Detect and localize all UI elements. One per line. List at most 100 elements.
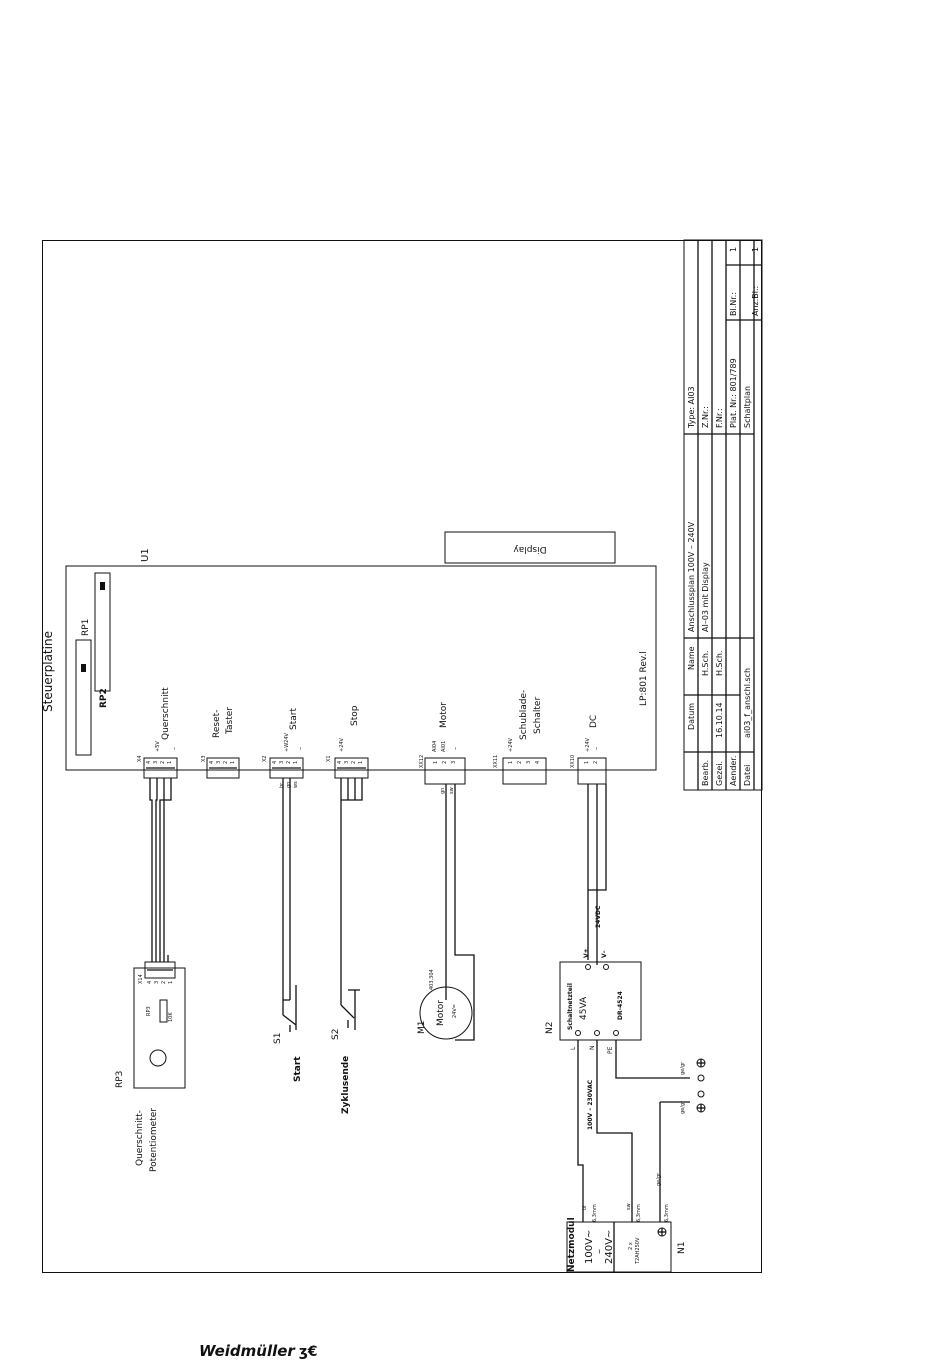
connector-xx12: XX12 1 2 3 AI04 AI01 – Motor gn sw bbox=[419, 702, 466, 794]
tb-znr: Z.Nr.: bbox=[701, 406, 710, 428]
xx12-id: XX12 bbox=[419, 755, 425, 768]
x3-pin: 4 bbox=[209, 761, 215, 764]
mains-id: N1 bbox=[677, 1242, 687, 1254]
x1-id: X1 bbox=[326, 755, 332, 762]
xx12-pin: 1 bbox=[433, 761, 439, 764]
tb-description-1: Anschlussplan 100V – 240V bbox=[687, 521, 696, 632]
xx11-signal: +24V bbox=[508, 737, 514, 752]
motor-wire-sw: sw bbox=[449, 787, 455, 794]
motor-id: M1 bbox=[417, 1021, 427, 1035]
tb-schaltplan: Schaltplan bbox=[743, 386, 752, 428]
tb-description-2: AI–03 mit Display bbox=[701, 562, 710, 632]
rp1-wiper bbox=[81, 664, 86, 672]
xx10-minus: – bbox=[593, 747, 600, 750]
connector-x3: X3 4 3 2 1 Reset- Taster bbox=[201, 707, 240, 779]
psu-ac: 100V – 230VAC bbox=[587, 1079, 594, 1130]
x4-label: Querschnitt bbox=[161, 687, 171, 740]
psu-line1: Schaltnetzteil bbox=[567, 983, 574, 1030]
title-block: Datum Name Bearb. H.Sch. Gezei. 16.10.14… bbox=[683, 239, 763, 791]
x2-wire-ws: ws bbox=[293, 781, 299, 788]
tb-anzbl: Anz.Bl.: bbox=[751, 286, 760, 316]
xx12-pin: 2 bbox=[442, 761, 448, 764]
rp3-pin: 3 bbox=[154, 981, 160, 984]
mains-fuse-1: 2 x bbox=[628, 1242, 634, 1250]
brand-name: Weidmüller bbox=[199, 1342, 295, 1360]
rp3-value: 10K bbox=[168, 1012, 174, 1022]
xx10-id: XX10 bbox=[570, 755, 576, 768]
xx11-pin: 2 bbox=[517, 761, 523, 764]
s2-label: Zyklusende bbox=[341, 1056, 351, 1114]
tb-type: Type: AI03 bbox=[687, 386, 696, 429]
board-id: U1 bbox=[140, 548, 151, 562]
rp2-strip bbox=[94, 572, 111, 692]
xx10-signal: +24V bbox=[585, 737, 591, 752]
rp3-connector-id: X14 bbox=[138, 974, 144, 984]
s1-id: S1 bbox=[273, 1033, 283, 1044]
board-revision: LP:801 Rev.l bbox=[639, 651, 649, 706]
x4-pin: 3 bbox=[153, 761, 159, 764]
rp3-module: X14 4 3 2 1 RP3 10K RP3 Querschnitt- Pot… bbox=[115, 961, 186, 1172]
mains-module-n1: Netzmodul 100V~ – 240V~ 2 x T2AH250V bl … bbox=[566, 1203, 687, 1273]
rp3-label-2: Potentiometer bbox=[149, 1108, 159, 1172]
x3-id: X3 bbox=[201, 755, 207, 762]
rp2-wiper bbox=[100, 582, 105, 590]
tb-blnr-value: 1 bbox=[729, 247, 738, 252]
xx12-signal-1: AI04 bbox=[432, 741, 438, 752]
display-label: Display bbox=[513, 544, 547, 554]
x2-pin: 2 bbox=[286, 761, 292, 764]
x3-label-2: Taster bbox=[225, 707, 235, 735]
x2-id: X2 bbox=[262, 755, 268, 762]
xx10-pin: 2 bbox=[593, 761, 599, 764]
x1-pin: 2 bbox=[351, 761, 357, 764]
motor-voltage: 24V= bbox=[452, 1004, 458, 1018]
x1-pin: 4 bbox=[337, 761, 343, 764]
x1-label: Stop bbox=[350, 705, 360, 726]
mains-mm-1: 6,3mm bbox=[592, 1204, 598, 1222]
x2-wire-gn: gn bbox=[286, 782, 292, 788]
connector-xx10: XX10 1 2 +24V – DC bbox=[570, 715, 607, 785]
xx11-id: XX11 bbox=[493, 755, 499, 768]
x4-pin: 2 bbox=[160, 761, 166, 764]
mains-v1: 100V~ bbox=[584, 1230, 595, 1264]
x2-minus: – bbox=[297, 747, 304, 750]
rp3-id: RP3 bbox=[115, 1071, 125, 1088]
tb-bearb-label: Bearb. bbox=[701, 760, 710, 786]
psu-line2: 45VA bbox=[579, 996, 589, 1020]
psu-vminus: V– bbox=[601, 950, 608, 958]
tb-blnr: Bl.Nr.: bbox=[729, 292, 738, 316]
switch-s2: S2 Zyklusende bbox=[331, 985, 360, 1114]
x3-label-1: Reset- bbox=[212, 710, 222, 738]
connector-xx11: XX11 1 2 3 4 +24V Schublade- Schalter bbox=[493, 690, 547, 785]
rp3-inner: RP3 bbox=[146, 1006, 152, 1016]
ground-label-3: ge/gr bbox=[656, 1172, 662, 1186]
psu-pe: PE bbox=[607, 1046, 614, 1054]
motor-part: 403.304 bbox=[429, 969, 435, 990]
mains-v2: 240V~ bbox=[604, 1230, 615, 1264]
psu-l: L bbox=[570, 1046, 577, 1050]
tb-aender-label: Aender. bbox=[729, 756, 738, 786]
connector-x2: X2 4 3 2 1 +W24V – Start br gn ws bbox=[262, 708, 304, 788]
psu-id: N2 bbox=[545, 1022, 555, 1034]
x1-signal: +24V bbox=[339, 737, 345, 752]
mains-dash: – bbox=[594, 1249, 605, 1254]
x4-pin: 1 bbox=[167, 761, 173, 764]
ground-label-2: ge/gr bbox=[680, 1100, 686, 1114]
psu-n: N bbox=[589, 1046, 596, 1051]
tb-anzbl-value: 1 bbox=[751, 247, 760, 252]
tb-platnr: Plat. Nr.: 801/789 bbox=[729, 358, 738, 428]
s2-id: S2 bbox=[331, 1029, 341, 1040]
tb-datum-header: Datum bbox=[687, 703, 696, 730]
x2-pin: 1 bbox=[293, 761, 299, 764]
x2-pin: 4 bbox=[272, 761, 278, 764]
rp1-strip bbox=[75, 639, 92, 756]
motor-wire-gn: gn bbox=[440, 788, 446, 794]
x2-label: Start bbox=[289, 708, 299, 730]
tb-bearb-name: H.Sch. bbox=[701, 650, 710, 676]
xx12-signal-2: AI01 bbox=[441, 741, 447, 752]
xx11-pin: 4 bbox=[535, 761, 541, 764]
tb-datei-value: ai03_f_anschl.sch bbox=[743, 668, 752, 738]
rp3-label-1: Querschnitt- bbox=[135, 1110, 145, 1166]
tb-gezei-label: Gezei. bbox=[715, 761, 724, 786]
psu-vplus: V+ bbox=[583, 948, 590, 958]
ground-terminals: ge/gr ge/gr ge/gr bbox=[656, 1058, 706, 1186]
